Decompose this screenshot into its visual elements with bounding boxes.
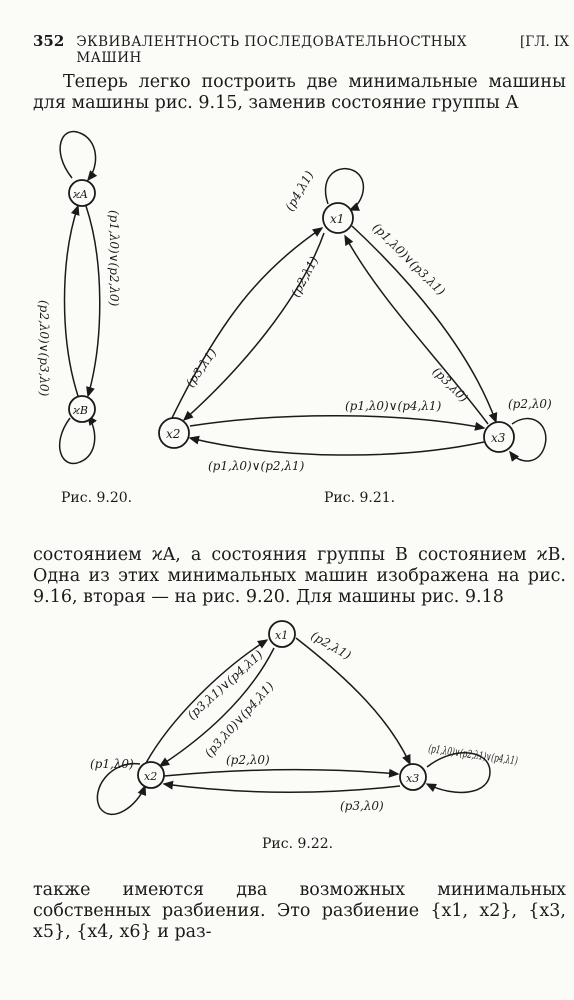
- fig921-node-x2: [158, 417, 190, 449]
- caption-fig-9-20: Рис. 9.20.: [61, 490, 133, 506]
- fig921-label-x2-x1: (p3,λ1): [183, 346, 220, 390]
- caption-fig-9-22: Рис. 9.22.: [262, 836, 334, 852]
- fig921-label-x2-x3-bottom: (p1,λ0)∨(p2,λ1): [208, 459, 305, 473]
- fig922-edge-x2-x1-outer: [145, 639, 269, 764]
- fig921-node-x2-label: x2: [166, 427, 180, 441]
- fig921-loop-x3: [509, 417, 547, 462]
- fig921-edge-x2-x3-top: [189, 415, 486, 431]
- fig920-label-left: (p2,λ0)∨(p3,λ0): [37, 300, 51, 397]
- fig922-label-x1-x3: (p2,λ1): [309, 628, 354, 662]
- page-number: 352: [33, 32, 65, 50]
- fig922-node-x2: [137, 761, 165, 789]
- paragraph-2: состоянием ϰA, а состояния группы В сост…: [33, 545, 566, 607]
- fig921-label-x1-x2: (p2,λ1): [288, 254, 321, 299]
- fig921-edge-x1-x3: [351, 225, 498, 424]
- fig921-label-loop-x3: (p2,λ0): [508, 397, 552, 411]
- paragraph-3: также имеются два возможных минимальных …: [33, 880, 566, 942]
- fig922-loop-x3: [425, 752, 491, 794]
- fig922-label-x2-x3: (p2,λ0): [226, 753, 270, 767]
- figure-9-22: x1 x2 x3 (p3,λ1)∨(p4,λ1) (p3,λ0)∨(p4,λ1)…: [90, 620, 519, 816]
- fig921-loop-x1: [324, 167, 365, 211]
- fig921-node-x3-label: x3: [491, 431, 506, 445]
- chapter-label: [ГЛ. IX: [520, 34, 569, 50]
- fig920-node-b-label: ϰB: [72, 404, 88, 417]
- fig921-node-x1-label: x1: [330, 212, 344, 226]
- fig920-node-b: [68, 395, 96, 423]
- running-header: 352 ЭКВИВАЛЕНТНОСТЬ ПОСЛЕДОВАТЕЛЬНОСТНЫХ…: [33, 32, 569, 66]
- fig921-node-x3: [483, 421, 515, 453]
- fig922-edge-x3-x2: [162, 780, 401, 793]
- fig921-label-x1-x3: (p1,λ0)∨(p3,λ1): [370, 220, 448, 298]
- fig922-edge-x1-x3: [295, 637, 411, 766]
- fig922-node-x2-label: x2: [144, 770, 157, 783]
- fig921-label-x2-x3-top: (p1,λ0)∨(p4,λ1): [345, 399, 442, 413]
- fig921-label-loop-x1: (p4,λ1): [282, 168, 316, 213]
- fig920-loop-b: [58, 414, 97, 465]
- paragraph-1: Теперь легко построить две минимальные м…: [33, 72, 566, 113]
- fig920-node-a: [68, 179, 96, 207]
- running-title: ЭКВИВАЛЕНТНОСТЬ ПОСЛЕДОВАТЕЛЬНОСТНЫХ МАШ…: [76, 34, 467, 66]
- fig920-node-a-label: ϰA: [72, 188, 88, 201]
- fig921-edge-x2-x1: [171, 227, 324, 419]
- fig920-edge-a-b: [85, 205, 101, 398]
- fig922-node-x3-label: x3: [406, 772, 419, 785]
- fig921-edge-x3-x1: [344, 234, 489, 425]
- caption-fig-9-21: Рис. 9.21.: [324, 490, 396, 506]
- fig922-loop-x2: [96, 763, 147, 816]
- figure-9-21: x1 x2 x3 (p4,λ1) (p2,λ1) (p3,λ1) (p1,λ0)…: [158, 167, 552, 473]
- fig922-label-loop-x3: (p1,λ0)∨(p2,λ1)∨(p4,λ1): [428, 742, 519, 767]
- fig922-edge-x1-x2-inner: [158, 647, 275, 767]
- fig922-label-loop-x2: (p1,λ0): [90, 757, 134, 771]
- fig922-node-x1-label: x1: [275, 629, 288, 642]
- figure-9-20: ϰA ϰB (p1,λ0)∨(p2,λ0) (p2,λ0)∨(p3,λ0): [37, 130, 121, 465]
- fig922-node-x1: [268, 620, 296, 648]
- fig921-node-x1: [322, 202, 354, 234]
- fig922-node-x3: [399, 763, 427, 791]
- fig922-label-x3-x2: (p3,λ0): [340, 799, 384, 813]
- fig921-edge-x3-x2-bottom: [188, 435, 485, 456]
- fig921-edge-x1-x2: [182, 232, 325, 421]
- fig920-loop-a: [59, 130, 98, 182]
- fig920-label-right: (p1,λ0)∨(p2,λ0): [107, 210, 121, 307]
- fig922-edge-x2-x3: [163, 768, 400, 778]
- fig920-edge-b-a: [63, 204, 80, 397]
